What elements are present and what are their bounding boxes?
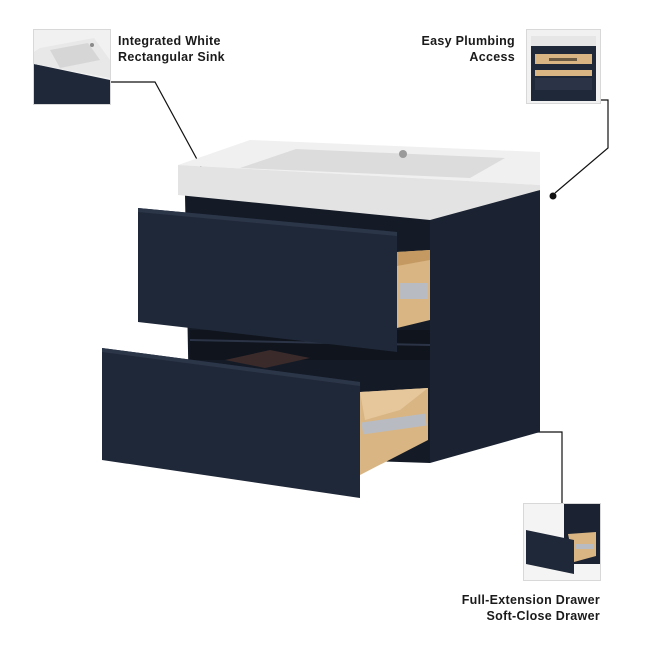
plumbing-feature-line2: Access xyxy=(469,50,515,64)
plumbing-feature-label: Easy Plumbing Access xyxy=(421,33,515,65)
lower-drawer-front-edge xyxy=(102,348,360,386)
drawer-feature-label: Full-Extension Drawer Soft-Close Drawer xyxy=(462,592,600,624)
cabinet-back-view-icon xyxy=(527,30,600,103)
open-drawer-closeup-icon xyxy=(524,504,600,580)
faucet-hole xyxy=(399,150,407,158)
sink-basin xyxy=(240,149,505,178)
drawer-feature-line1: Full-Extension Drawer xyxy=(461,593,600,607)
sink-feature-line1: Integrated White xyxy=(118,34,221,48)
plumbing-leader-dot xyxy=(549,192,557,200)
cabinet-side-panel xyxy=(430,190,540,463)
upper-drawer-front-edge xyxy=(138,208,397,236)
sink-front-edge xyxy=(178,165,540,220)
lower-drawer-front xyxy=(102,348,360,498)
drawer-feature-line2: Soft-Close Drawer xyxy=(486,609,600,623)
plumbing-access-thumbnail xyxy=(526,29,601,104)
drawer-closeup-thumbnail xyxy=(523,503,601,581)
plumbing-leader-line xyxy=(554,99,609,194)
lower-drawer-interior xyxy=(225,350,310,368)
sink-closeup-thumbnail xyxy=(33,29,111,105)
upper-drawer-slide xyxy=(400,283,428,299)
lower-drawer-slide xyxy=(361,413,427,435)
plumbing-feature-line1: Easy Plumbing xyxy=(421,34,515,48)
lower-drawer-side xyxy=(360,388,428,420)
sink-closeup-icon xyxy=(34,30,110,104)
upper-drawer-side xyxy=(397,250,430,266)
sink-feature-label: Integrated White Rectangular Sink xyxy=(118,33,225,65)
sink-feature-line2: Rectangular Sink xyxy=(118,50,225,64)
upper-drawer-front xyxy=(138,208,397,352)
